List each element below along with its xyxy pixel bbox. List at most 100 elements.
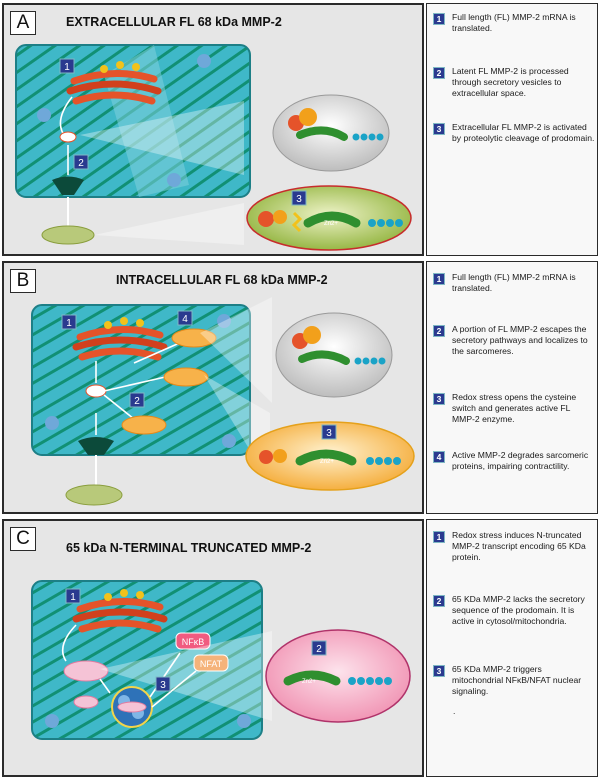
step-text: Latent FL MMP-2 is processed through sec… [452,66,569,98]
step-number: 1 [433,531,445,543]
ribosomes [100,61,140,73]
illustration-a: Zn2+ 1 2 3 [15,44,412,251]
step-number: 2 [433,325,445,337]
mito-arrow [99,678,111,694]
panel-b: Zn2+ 1 2 3 4 B INTRACELLULAR FL 68 kDa M… [0,261,600,514]
marker-1-label: 1 [64,62,70,73]
panel-letter: C [10,527,36,551]
marker-1-label: 1 [70,592,76,603]
step-c-2: 2 65 KDa MMP-2 lacks the secretory seque… [433,594,595,627]
active-mmp2-protein [259,449,401,466]
vesicle-fusion [52,176,84,195]
latent-mmp2-protein [288,108,384,141]
panel-letter: A [10,11,36,35]
step-number: 2 [433,595,445,607]
zinc-label: Zn2+ [324,221,338,227]
step-number: 1 [433,273,445,285]
mitochondrion [237,714,251,728]
mitochondrion [222,434,236,448]
sarcomeric-mmp2 [171,328,217,348]
golgi-apparatus [72,598,168,633]
ribosomes [104,317,144,329]
translation-arrow [61,624,77,662]
marker-1 [61,314,77,330]
step-text: A portion of FL MMP-2 escapes the secret… [452,324,588,356]
zoom-beam [80,101,244,175]
mitochondrion [45,416,59,430]
nfat-arrow [151,670,197,708]
degradation-arrow [133,340,185,364]
step-number: 4 [433,451,445,463]
step-number: 3 [433,393,445,405]
mitochondrion [197,54,211,68]
mito-mmp2 [117,701,147,713]
step-number: 3 [433,665,445,677]
zoom-beam [200,297,272,403]
step-number: 3 [433,123,445,135]
mitochondrion [37,108,51,122]
translation-arrow [59,96,73,136]
step-text: Redox stress opens the cysteine switch a… [452,392,577,424]
panel-a: Zn2+ 1 2 3 A EXTRACELLULAR FL 68 kDa MMP… [0,3,600,256]
step-number: 2 [433,67,445,79]
illustration-b: Zn2+ 1 2 3 4 [31,297,415,506]
panel-letter: B [10,269,36,293]
steps-b: 1 Full length (FL) MMP-2 mRNA is transla… [426,261,598,514]
step-text: Redox stress induces N-truncated MMP-2 t… [452,530,586,562]
marker-3 [321,424,337,440]
extracellular-mmp2 [41,225,95,245]
truncated-mmp2 [73,695,99,709]
active-mmp2-protein [258,210,403,233]
active-fl-mmp2 [163,367,209,387]
trailing-mark: . [453,706,456,716]
step-text: Extracellular FL MMP-2 is activated by p… [452,122,595,143]
figure-b: Zn2+ 1 2 3 4 B INTRACELLULAR FL 68 kDa M… [2,261,424,514]
marker-3-label: 3 [326,428,332,439]
step-b-4: 4 Active MMP-2 degrades sarcomeric prote… [433,450,595,472]
marker-3 [291,190,307,206]
nfkb-label: NFκB [182,637,205,647]
secretory-vesicle [59,131,77,143]
truncated-mmp2-zoom [265,629,411,723]
illustration-c: NFκB NFAT Zn2+ 1 2 3 [31,580,411,740]
step-number: 1 [433,13,445,25]
marker-1 [59,58,75,74]
mitochondrion [167,173,181,187]
ribosomes [104,589,144,601]
step-text: Full length (FL) MMP-2 mRNA is translate… [452,272,576,293]
truncated-mmp2-protein [283,670,392,686]
latent-mmp2-protein [292,326,386,365]
marker-3-label: 3 [160,680,166,691]
figure-a: Zn2+ 1 2 3 A EXTRACELLULAR FL 68 kDa MMP… [2,3,424,256]
step-c-1: 1 Redox stress induces N-truncated MMP-2… [433,530,595,563]
step-a-1: 1 Full length (FL) MMP-2 mRNA is transla… [433,12,595,34]
marker-2-label: 2 [316,644,322,655]
marker-2-label: 2 [78,158,84,169]
nfkb-arrow [149,652,181,698]
step-text: 65 KDa MMP-2 lacks the secretory sequenc… [452,594,585,626]
nfat-label: NFAT [200,659,223,669]
steps-c: 1 Redox stress induces N-truncated MMP-2… [426,519,598,777]
figure-c: NFκB NFAT Zn2+ 1 2 3 C 65 kDa N-TERMINAL… [2,519,424,777]
mitochondrion [45,714,59,728]
extracellular-mmp2 [65,484,123,506]
panel-title: EXTRACELLULAR FL 68 kDa MMP-2 [66,15,282,29]
truncated-mmp2 [63,660,109,682]
panel-title: INTRACELLULAR FL 68 kDa MMP-2 [116,273,328,287]
nfat-box [193,654,229,672]
marker-1-label: 1 [66,318,72,329]
step-c-3: 3 65 KDa MMP-2 triggers mitochondrial NF… [433,664,595,697]
marker-3 [155,676,171,692]
active-fl-mmp2 [121,415,167,435]
step-text: Active MMP-2 degrades sarcomeric protein… [452,450,589,471]
panel-title: 65 kDa N-TERMINAL TRUNCATED MMP-2 [66,541,312,555]
nfkb-box [175,632,211,650]
step-a-3: 3 Extracellular FL MMP-2 is activated by… [433,122,595,144]
marker-1 [65,588,81,604]
marker-2 [311,640,327,656]
zinc-label: Zn2+ [302,679,316,685]
sarcomere-arrow [103,374,175,392]
zoom-beam [100,631,272,721]
panel-c: NFκB NFAT Zn2+ 1 2 3 C 65 kDa N-TERMINAL… [0,519,600,777]
marker-3-label: 3 [296,194,302,205]
